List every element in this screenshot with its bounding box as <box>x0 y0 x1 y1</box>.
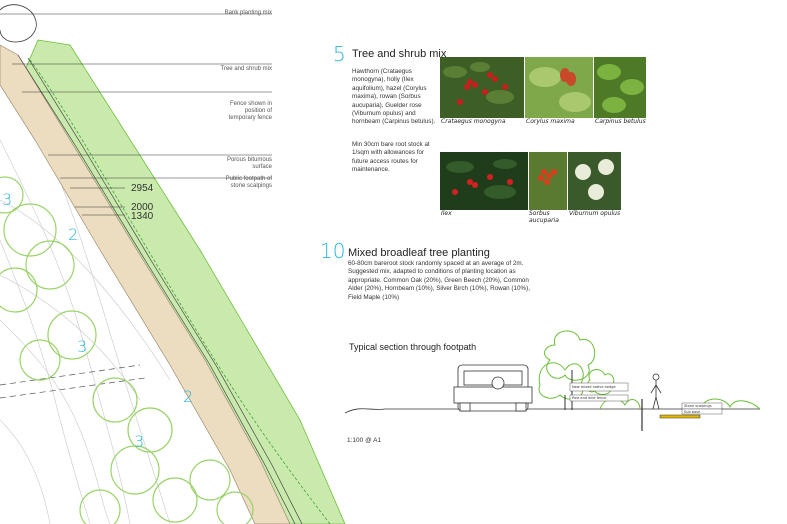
photo-carpinus <box>594 57 646 118</box>
photo-caption: Viburnum opulus <box>569 210 621 217</box>
zone-label: 3 <box>134 432 145 451</box>
callout-footpath: Public footpath of stone scalpings <box>225 176 272 189</box>
section-label-post-wire: Post and wire fence <box>572 396 607 400</box>
zone-label: 3 <box>77 337 88 356</box>
dashed-boundary-lines <box>0 364 146 399</box>
photo-caption: Carpinus betulus <box>595 118 646 125</box>
vehicle-icon <box>453 364 533 412</box>
rowan-icon <box>529 152 567 210</box>
photo-sorbus <box>529 152 567 210</box>
section-label-hedge: New mixed native hedge <box>572 385 616 389</box>
hornbeam-icon <box>594 57 646 118</box>
dimension-label: 2954 <box>131 183 154 194</box>
footpath-band <box>0 44 291 524</box>
photo-ilex <box>440 152 528 210</box>
person-icon <box>650 373 662 410</box>
section-title: Tree and shrub mix <box>352 48 447 60</box>
zone-label: 2 <box>183 387 194 406</box>
section-title: Mixed broadleaf tree planting <box>348 247 490 259</box>
zone-label: 2 <box>68 225 79 244</box>
dimension-label: 2000 <box>131 202 154 213</box>
bank-planting-band <box>24 39 346 524</box>
path-surface <box>659 414 701 419</box>
hedge-icon <box>699 398 761 410</box>
guelder-rose-icon <box>568 152 621 210</box>
zone-label: 3 <box>2 190 13 209</box>
photo-caption: Corylus maxima <box>526 118 575 125</box>
section-number: 10 <box>320 239 346 263</box>
callout-bitumous: Porous bitumous surface <box>226 157 272 170</box>
label-box <box>569 394 629 402</box>
tree-canopy-outline <box>0 4 37 43</box>
callout-leaders <box>0 13 272 216</box>
section-label-stone: Stone scalpings <box>684 404 712 408</box>
callout-bank-planting: Bank planting mix <box>224 10 272 16</box>
scale-note: 1:100 @ A1 <box>347 437 382 444</box>
holly-icon <box>440 152 528 210</box>
stock-description: Min 30cm bare root stock at 1/sqm with a… <box>352 141 430 174</box>
photo-caption: Ilex <box>441 210 452 217</box>
contour-lines <box>0 59 171 524</box>
callout-tree-shrub: Tree and shrub mix <box>220 66 272 72</box>
path-edge-lines <box>17 54 331 524</box>
berry-icon <box>440 57 524 118</box>
broadleaf-description: 60-80cm bareroot stock randomly spaced a… <box>348 260 530 301</box>
label-box <box>569 382 629 392</box>
photo-caption: Sorbus aucuparia <box>529 210 559 224</box>
photo-corylus <box>525 57 593 118</box>
label-box <box>681 408 723 415</box>
footpath-section-drawing <box>344 330 761 431</box>
photo-crataegus <box>440 57 524 118</box>
photo-viburnum <box>568 152 621 210</box>
tree-circles <box>0 176 254 524</box>
dimension-label: 1340 <box>131 211 154 222</box>
section-drawing-title: Typical section through footpath <box>349 342 477 352</box>
hazel-icon <box>525 57 593 118</box>
photo-caption: Crataegus monogyna <box>441 118 506 125</box>
section-number: 5 <box>333 42 346 66</box>
section-label-sub-base: Sub base <box>684 410 701 414</box>
callout-fence: Fence shown in position of temporary fen… <box>228 101 272 121</box>
species-description: Hawthorn (Crataegus monogyna), holly (Il… <box>352 68 436 126</box>
